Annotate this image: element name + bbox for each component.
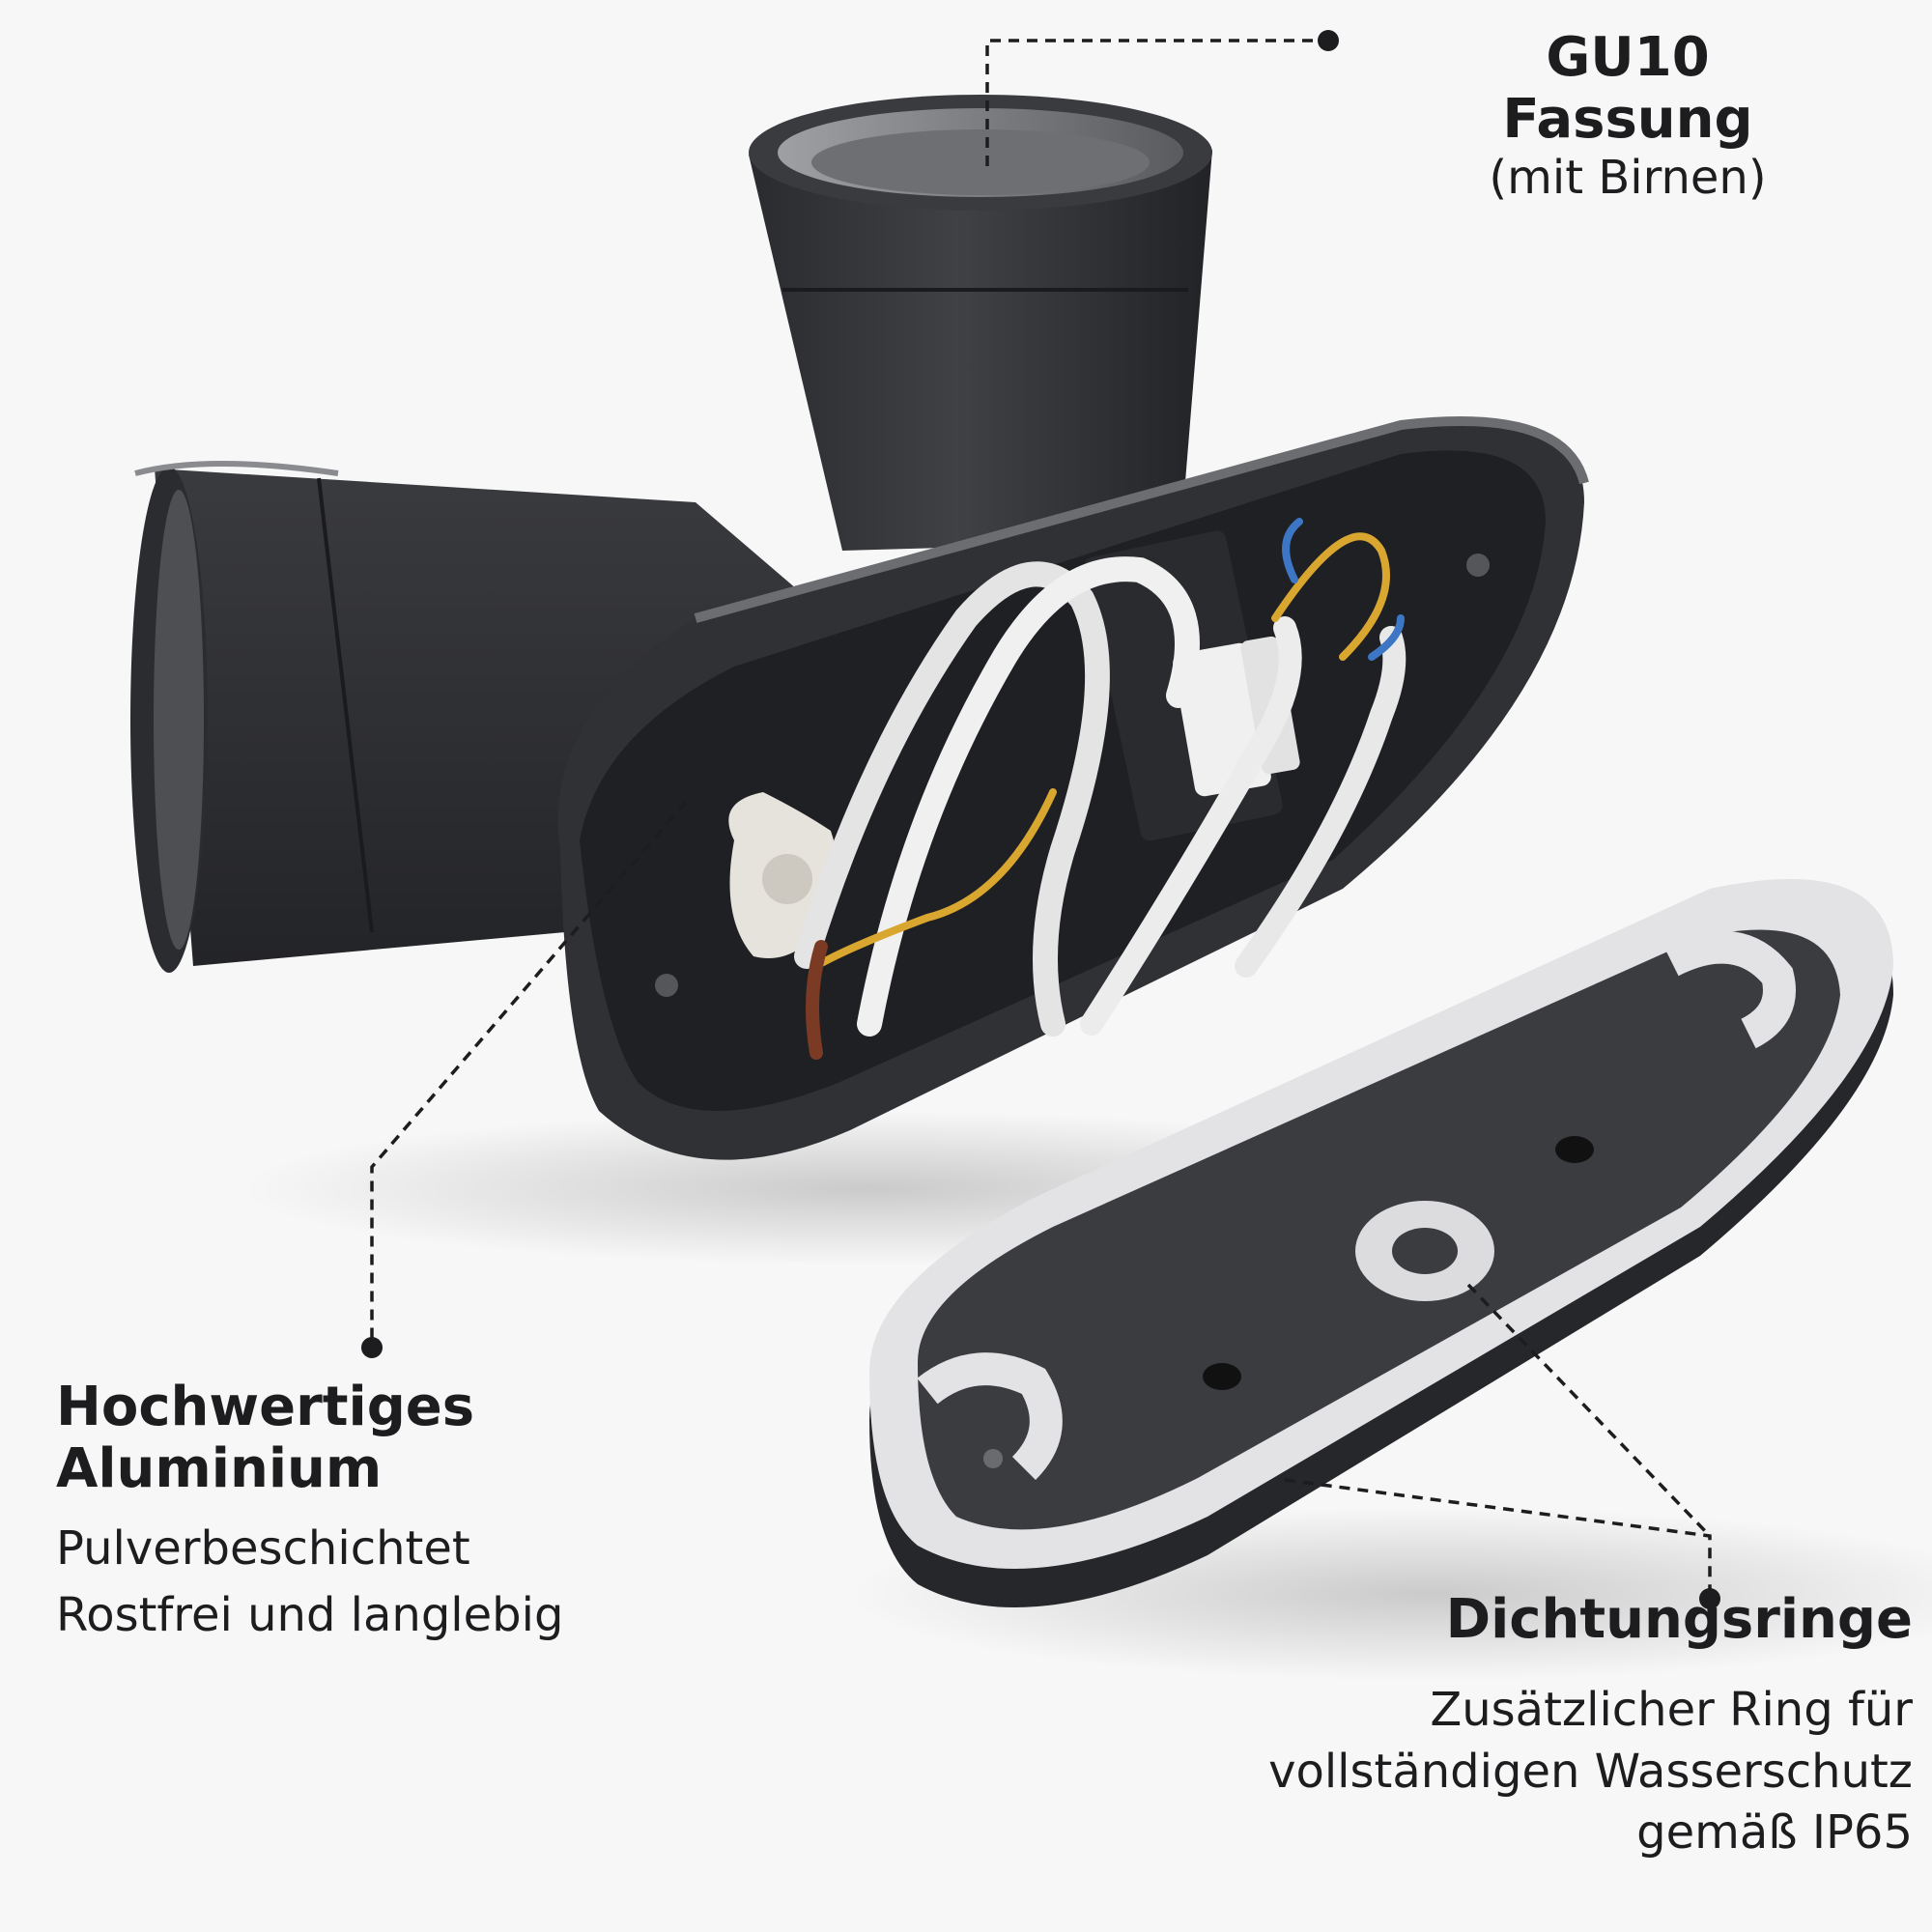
callout-dichtung-line: gemäß IP65 <box>1636 1804 1913 1860</box>
dot-dichtung <box>1699 1588 1720 1609</box>
callout-aluminium: Hochwertiges Aluminium Pulverbeschichtet… <box>56 1376 790 1656</box>
leader-dichtung-2 <box>1284 1478 1712 1594</box>
callout-gu10-subtitle: (mit Birnen) <box>1489 150 1767 205</box>
callout-gu10-title: GU10 Fassung <box>1502 26 1753 152</box>
dot-aluminium <box>361 1337 383 1358</box>
callout-dichtung-line: Zusätzlicher Ring für <box>1430 1683 1913 1738</box>
callout-dichtung-title: Dichtungsringe <box>1445 1588 1913 1651</box>
callout-dots <box>361 30 1720 1609</box>
callout-leaders <box>370 39 1712 1594</box>
callout-aluminium-title: Hochwertiges Aluminium <box>56 1376 475 1501</box>
dot-gu10 <box>1318 30 1339 51</box>
callout-aluminium-line: Rostfrei und langlebig <box>56 1587 564 1642</box>
leader-dichtung-1 <box>1466 1283 1712 1538</box>
cover-plate <box>869 879 1893 1607</box>
callout-dichtung-line: vollständigen Wasserschutz <box>1268 1744 1913 1799</box>
callout-gu10: GU10 Fassung (mit Birnen) <box>1420 26 1835 205</box>
callout-aluminium-line: Pulverbeschichtet <box>56 1520 470 1576</box>
leader-gu10 <box>985 39 1323 166</box>
wiring <box>794 518 1406 1060</box>
leader-aluminium <box>370 800 688 1343</box>
callout-dichtung: Dichtungsringe Zusätzlicher Ring für vol… <box>1121 1588 1913 1867</box>
gu10-socket-upper <box>749 95 1212 551</box>
